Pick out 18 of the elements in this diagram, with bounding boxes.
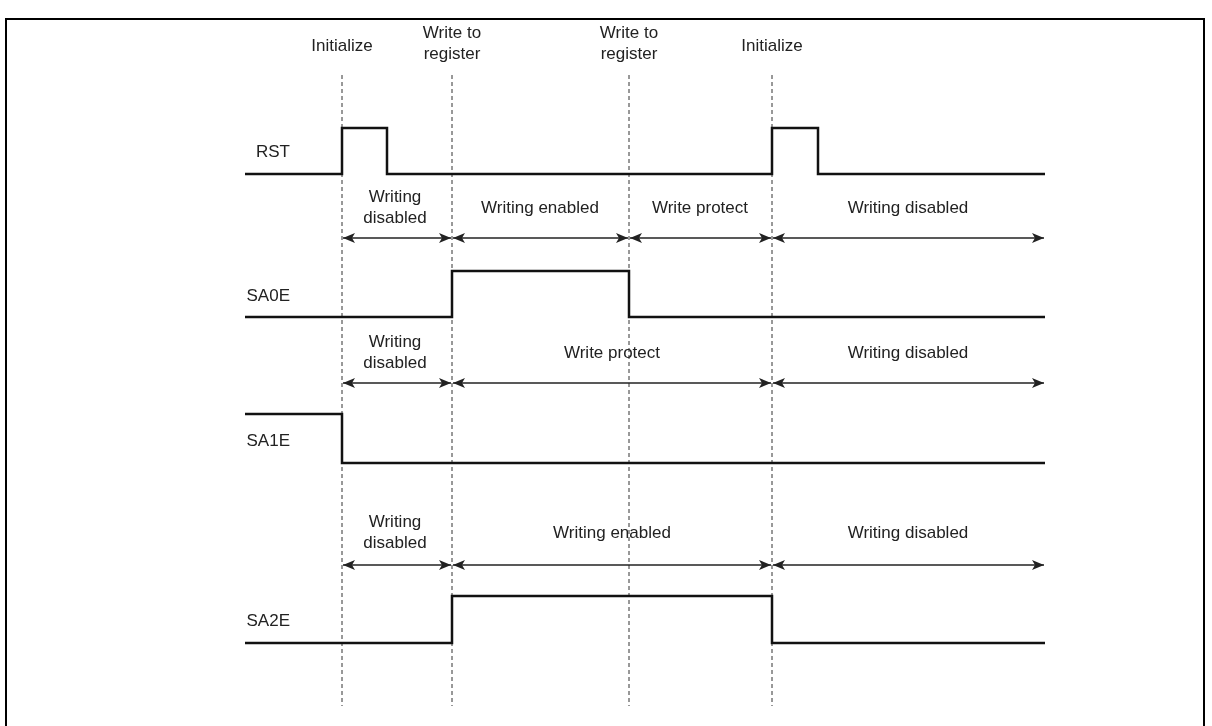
signal-name: SA1E	[246, 429, 290, 451]
period-label: Write protect	[562, 341, 662, 363]
period-label: Write protect	[650, 196, 750, 218]
period-label: Writing disabled	[362, 331, 428, 373]
signal-name: SA2E	[246, 609, 290, 631]
period-label: Writing disabled	[846, 521, 970, 543]
period-label: Writing enabled	[552, 521, 672, 543]
period-label: Writing disabled	[846, 196, 970, 218]
signal-name: RST	[256, 140, 290, 162]
event-label: Write to register	[598, 22, 660, 64]
period-label: Writing disabled	[362, 186, 428, 228]
period-label: Writing disabled	[362, 511, 428, 553]
signal-name: SA0E	[246, 284, 290, 306]
period-label: Writing enabled	[480, 196, 600, 218]
event-label: Initialize	[740, 34, 804, 56]
event-label: Write to register	[421, 22, 483, 64]
event-label: Initialize	[310, 34, 374, 56]
period-label: Writing disabled	[846, 341, 970, 363]
